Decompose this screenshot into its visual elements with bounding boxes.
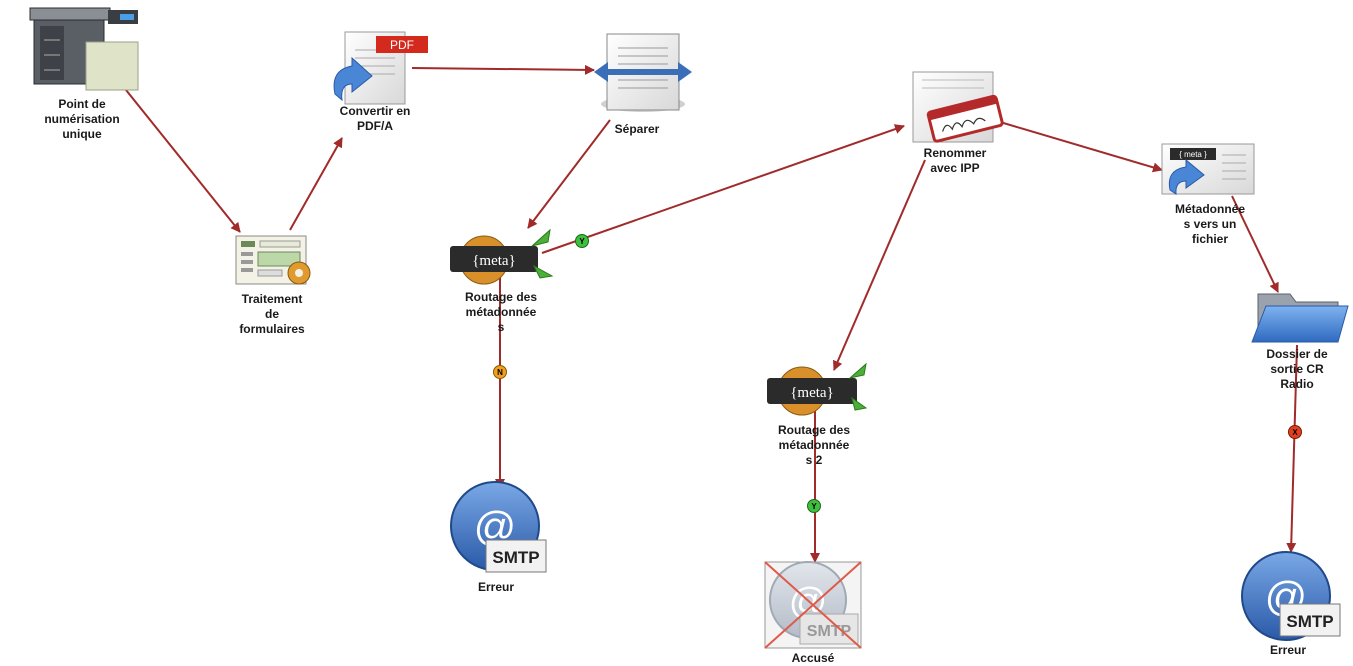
smtp-mail-disabled-icon[interactable]: @ SMTP xyxy=(764,561,862,649)
smtp-mail-icon[interactable]: @ SMTP xyxy=(450,481,547,573)
badge-error-folder: X xyxy=(1288,425,1302,439)
node-label-scan: Point de numérisation unique xyxy=(44,97,120,141)
node-label-out-folder: Dossier de sortie CR Radio xyxy=(1266,347,1328,391)
smtp-icon-text: SMTP xyxy=(1286,612,1333,631)
node-label-forms: Traitement de formulaires xyxy=(239,292,305,336)
badge-label: Y xyxy=(579,237,585,246)
scanner-icon[interactable] xyxy=(29,7,139,91)
node-label-rename: Renommer avec IPP xyxy=(923,146,987,175)
node-label-ack: Accusé xyxy=(791,651,835,665)
pdf-convert-icon[interactable]: PDF xyxy=(333,31,428,105)
connector-rename-to-metafile xyxy=(999,121,1163,173)
connector-metafile-to-folder xyxy=(1231,195,1279,293)
node-label-pdf: Convertir en PDF/A xyxy=(339,104,411,133)
badge-no-route1: N xyxy=(493,365,507,379)
rename-icon[interactable] xyxy=(912,71,1004,143)
form-processing-icon[interactable] xyxy=(235,235,311,285)
smtp-mail-icon-2[interactable]: @ SMTP xyxy=(1241,551,1341,641)
badge-label: X xyxy=(1292,428,1298,437)
connector-forms-to-pdf xyxy=(289,137,343,231)
folder-icon[interactable] xyxy=(1251,293,1349,343)
connector-pdf-to-split xyxy=(411,64,595,75)
metadata-routing-icon[interactable]: {meta} xyxy=(450,228,554,285)
connector-route1-to-rename xyxy=(541,124,905,254)
badge-yes-route1: Y xyxy=(575,234,589,248)
metadata-routing-icon-2[interactable]: {meta} xyxy=(767,362,868,416)
badge-yes-route2: Y xyxy=(807,499,821,513)
node-label-split: Séparer xyxy=(614,122,660,136)
smtp-icon-text: SMTP xyxy=(807,623,852,640)
connector-scan-to-forms xyxy=(121,84,241,233)
metadata-to-file-icon[interactable]: { meta } xyxy=(1161,143,1255,195)
connector-rename-to-route2 xyxy=(832,159,926,371)
node-label-meta-route2: Routage des métadonnée s 2 xyxy=(777,423,850,467)
badge-label: Y xyxy=(811,502,817,511)
connector-split-to-route1 xyxy=(527,119,611,229)
node-label-err2: Erreur xyxy=(1269,643,1307,657)
meta-icon-text: {meta} xyxy=(472,253,516,269)
connectors xyxy=(121,64,1298,563)
badge-label: N xyxy=(497,368,503,377)
meta-icon-text: {meta} xyxy=(790,385,834,401)
node-label-err1: Erreur xyxy=(477,580,515,594)
split-document-icon[interactable] xyxy=(594,33,692,112)
smtp-icon-text: SMTP xyxy=(492,548,539,567)
connector-folder-to-err2 xyxy=(1286,344,1298,553)
meta-file-icon-text: { meta } xyxy=(1179,150,1207,159)
pdf-icon-text: PDF xyxy=(390,38,414,52)
node-label-meta-file: Métadonnée s vers un fichier xyxy=(1174,202,1245,246)
node-label-meta-route1: Routage des métadonnée s xyxy=(464,290,537,334)
